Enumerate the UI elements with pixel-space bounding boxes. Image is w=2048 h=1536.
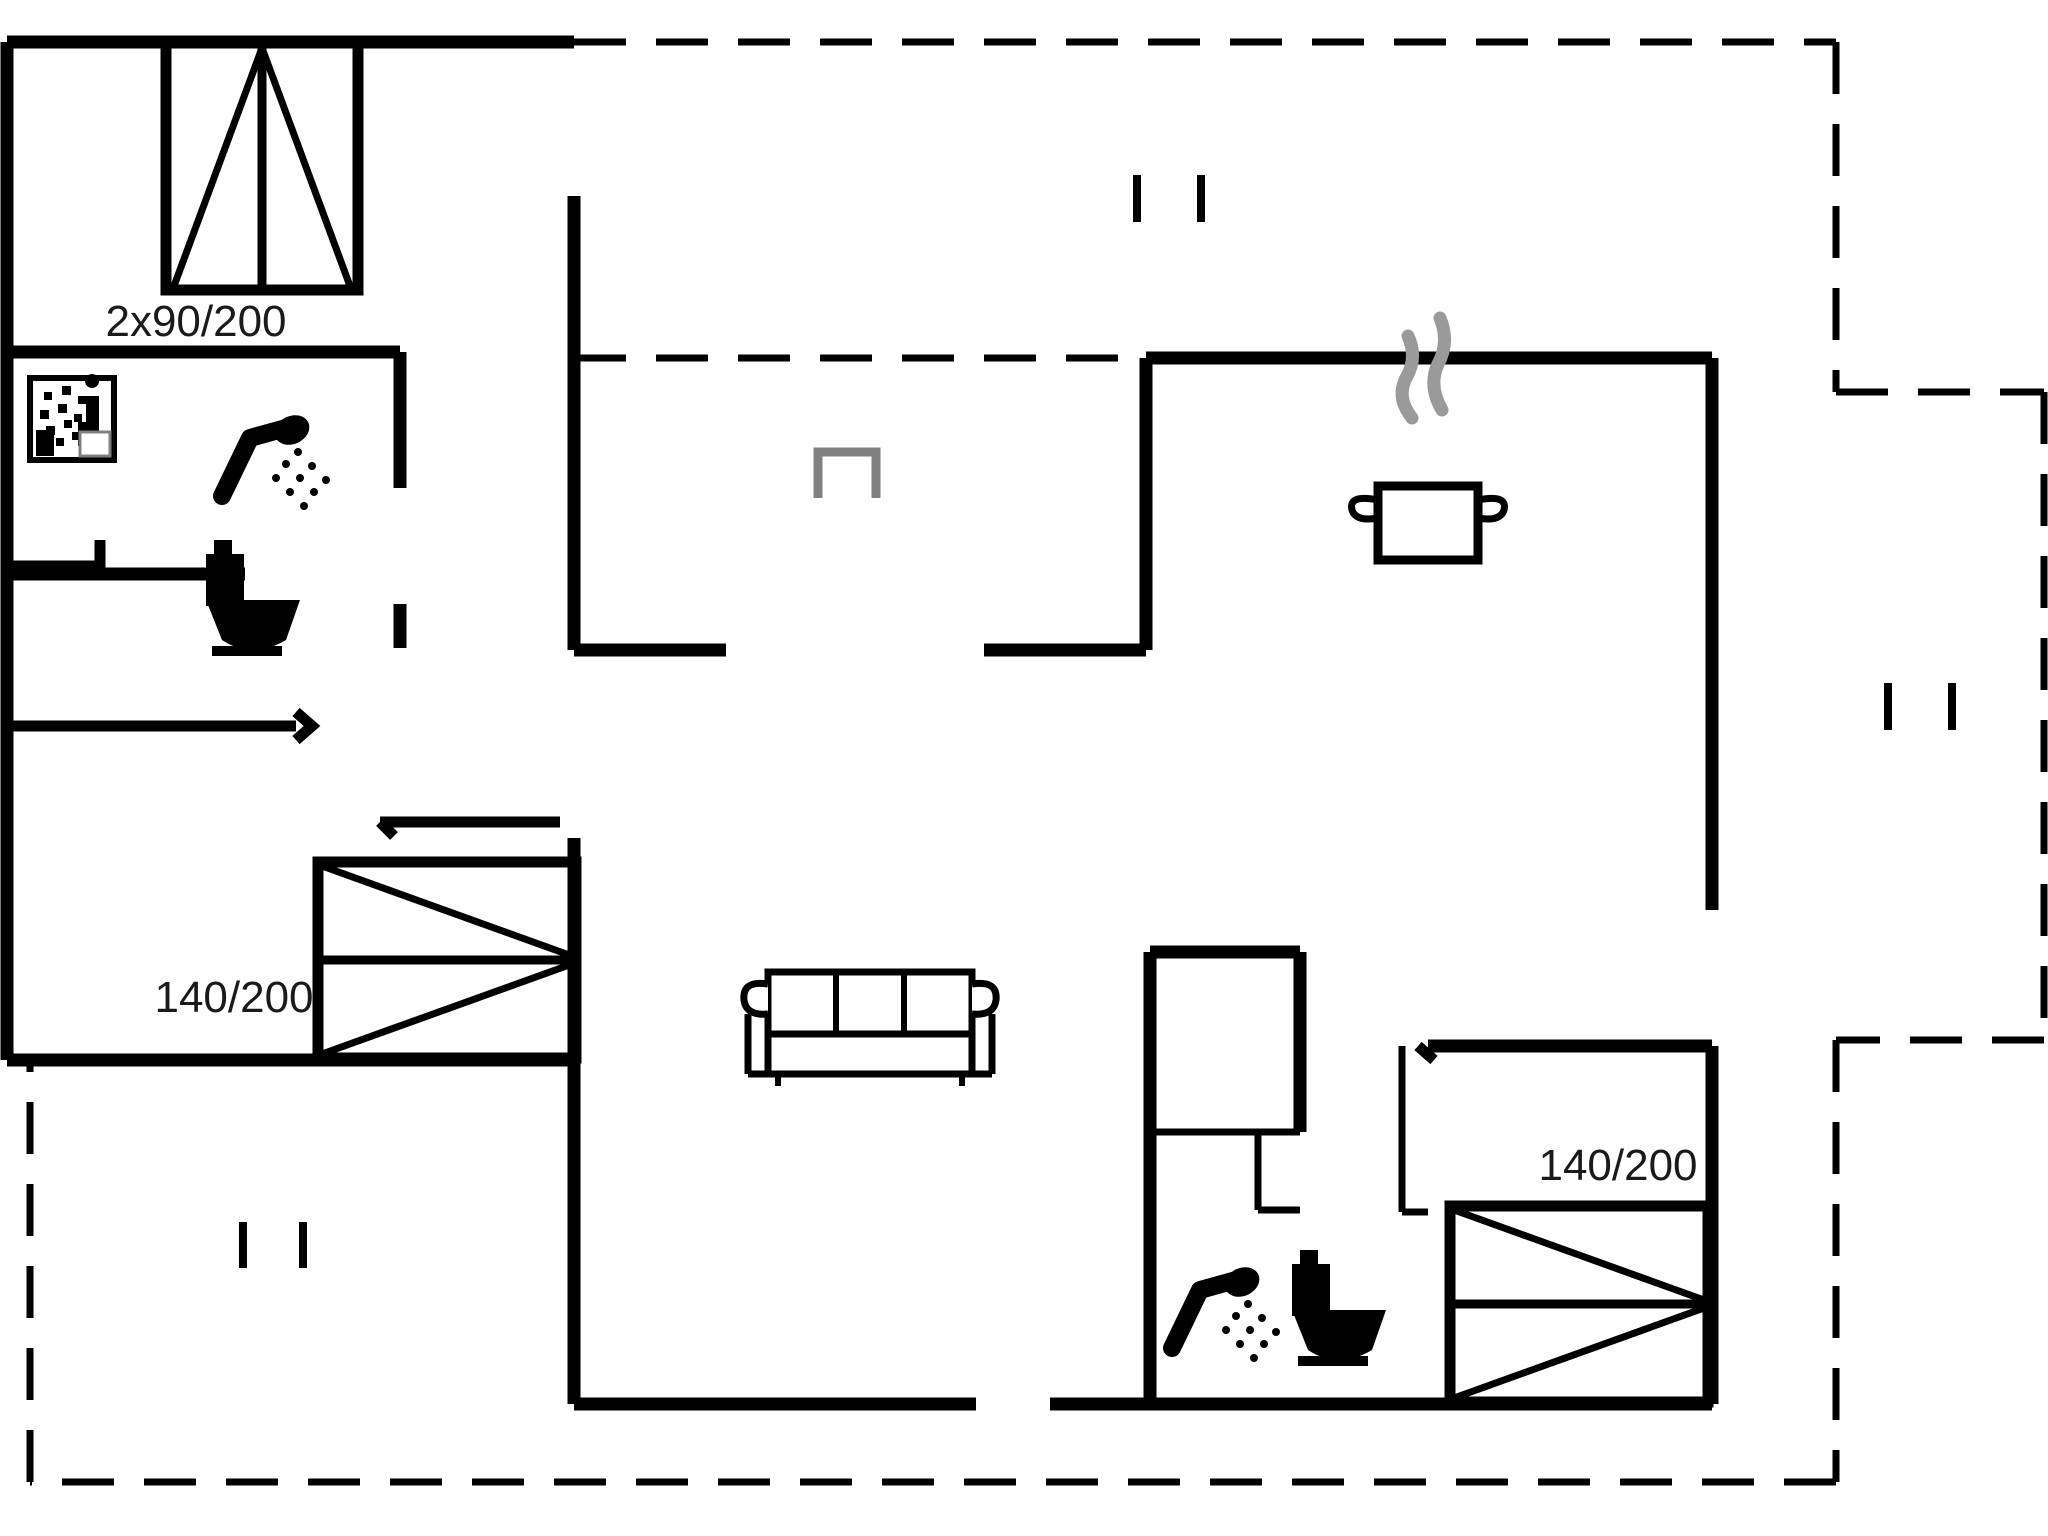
toilet-icon: [206, 540, 300, 656]
bed-bottom-right-dimension-label: 140/200: [1538, 1141, 1697, 1190]
shower-icon: [213, 415, 330, 510]
bed-diagonal-lower: [1452, 1304, 1706, 1402]
cooking-pot-icon: [1348, 311, 1508, 565]
sofa-backrest: [764, 968, 976, 1044]
bed-double-140-mid-left: [312, 856, 582, 1064]
table-icon: [813, 447, 881, 498]
door-marks: [7, 540, 1438, 1065]
sofa-icon: [740, 968, 1000, 1086]
bed-top-left-dimension-label: 2x90/200: [105, 297, 286, 346]
bed-double-140-bottom-right: [1444, 1200, 1714, 1408]
bed-diagonal-upper: [320, 862, 574, 960]
bed-diagonal-right: [258, 46, 354, 288]
sauna-icon: [27, 374, 117, 463]
pot-body: [1373, 481, 1483, 565]
window-ticks: [239, 175, 1956, 1268]
bed-mid-left-dimension-label: 140/200: [154, 973, 313, 1022]
toilet-icon: [1292, 1250, 1386, 1366]
bed-diagonal-upper: [1452, 1206, 1706, 1304]
bed-diagonal-lower: [320, 960, 574, 1058]
sofa-seat: [764, 1030, 976, 1078]
interior-partitions: [1150, 1046, 1428, 1216]
bed-diagonal-left: [170, 46, 266, 288]
bed-double-90: [160, 36, 364, 296]
shower-icon: [1163, 1267, 1280, 1362]
